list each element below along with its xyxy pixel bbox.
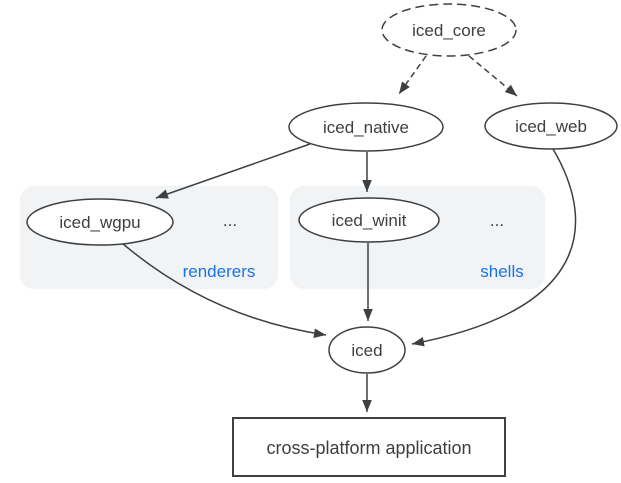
node-iced-native-label: iced_native [323,118,409,137]
group-renderers-ellipsis: ... [223,211,237,230]
node-iced-web-label: iced_web [515,117,587,136]
node-cross-platform-application [232,417,506,477]
node-iced-wgpu-label: iced_wgpu [59,213,140,232]
node-iced [328,326,406,374]
group-shells-ellipsis: ... [490,211,504,230]
node-iced-web [484,102,618,150]
group-renderers-label: renderers [183,262,256,281]
edge-iced_native-to-iced_wgpu [155,143,311,199]
node-iced-label: iced [351,341,382,360]
edge-iced_wgpu-to-iced [121,242,327,339]
node-iced-wgpu [26,198,174,246]
node-iced-winit [298,197,440,243]
edge-iced_core-to-iced_web [468,55,518,97]
group-shells-label: shells [480,262,523,281]
node-iced-core [381,3,517,57]
node-iced-core-label: iced_core [412,21,486,40]
edge-iced_web-to-iced [411,148,577,347]
node-cross-platform-application-label: cross-platform application [266,438,471,458]
edge-iced_core-to-iced_native [398,55,427,95]
node-iced-native [288,102,444,152]
node-iced-winit-label: iced_winit [332,211,407,230]
